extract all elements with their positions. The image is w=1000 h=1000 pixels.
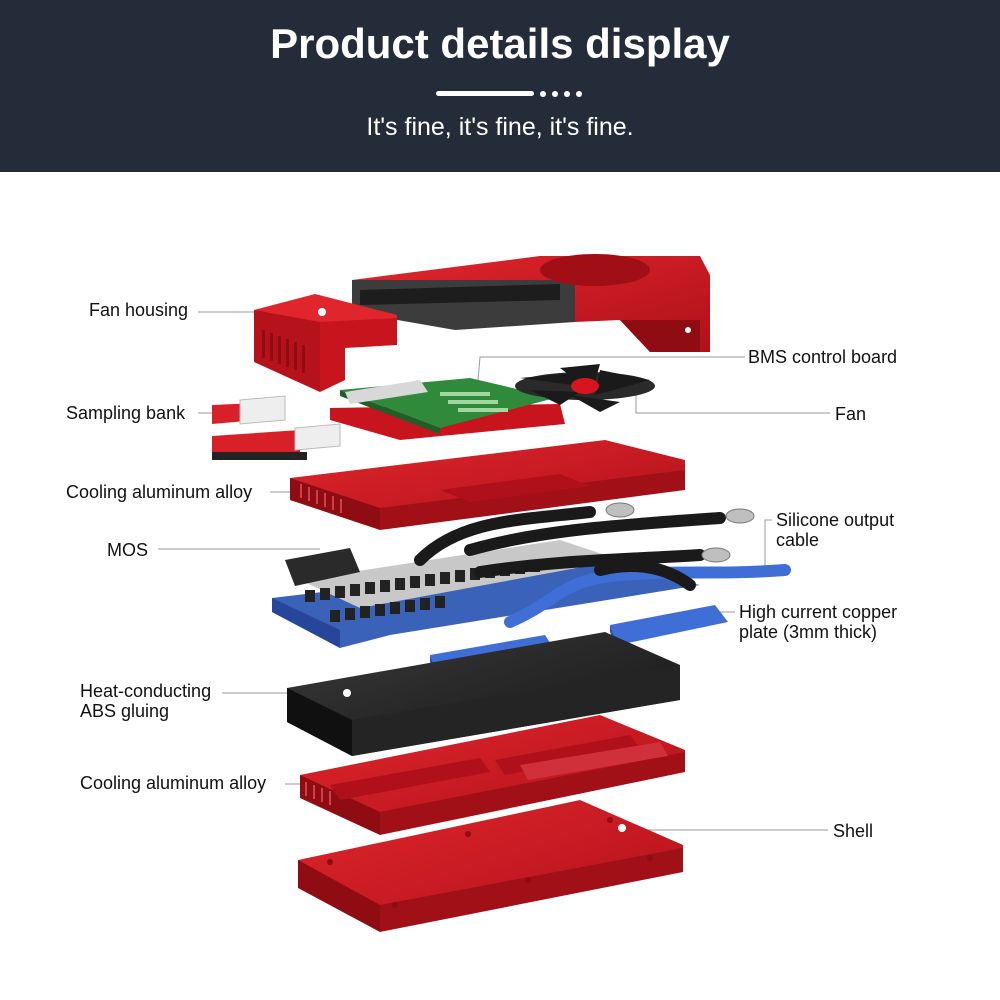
page-title: Product details display [270, 20, 730, 67]
label-shell: Shell [833, 821, 874, 841]
divider-dot [552, 91, 558, 97]
label-sampling-bank: Sampling bank [66, 403, 186, 423]
fan-housing-cap [254, 294, 397, 392]
cable-lugs [605, 502, 755, 563]
divider-dot [540, 91, 546, 97]
divider-bar [436, 91, 534, 96]
label-silicone-cable-line1: Silicone output [776, 510, 895, 530]
divider-dot [564, 91, 570, 97]
abs-gluing-pad [287, 632, 680, 756]
divider-dot [576, 91, 582, 97]
page-subtitle: It's fine, it's fine, it's fine. [366, 113, 634, 141]
bms-control-board [330, 378, 565, 440]
fan-housing-main [352, 254, 710, 352]
label-fan: Fan [835, 404, 867, 424]
label-cooling-alloy-top: Cooling aluminum alloy [66, 482, 253, 502]
label-fan-housing: Fan housing [89, 300, 189, 320]
label-copper-plate-line2: plate (3mm thick) [739, 622, 878, 642]
silicone-output-cables [414, 506, 791, 628]
cooling-alloy-top [290, 440, 685, 530]
label-silicone-cable-line2: cable [776, 530, 820, 550]
title-divider [436, 90, 586, 98]
label-mos: MOS [107, 540, 149, 560]
label-copper-plate-line1: High current copper [739, 602, 898, 622]
sampling-bank [212, 395, 341, 460]
label-abs-gluing-line2: ABS gluing [80, 701, 170, 721]
shell [298, 800, 683, 932]
label-abs-gluing-line1: Heat-conducting [80, 681, 212, 701]
cooling-alloy-bottom [300, 715, 685, 835]
label-cooling-alloy-bottom: Cooling aluminum alloy [80, 773, 267, 793]
label-bms-control-board: BMS control board [748, 347, 898, 367]
header-banner: Product details display It's fine, it's … [0, 0, 1000, 172]
fan [515, 364, 655, 412]
